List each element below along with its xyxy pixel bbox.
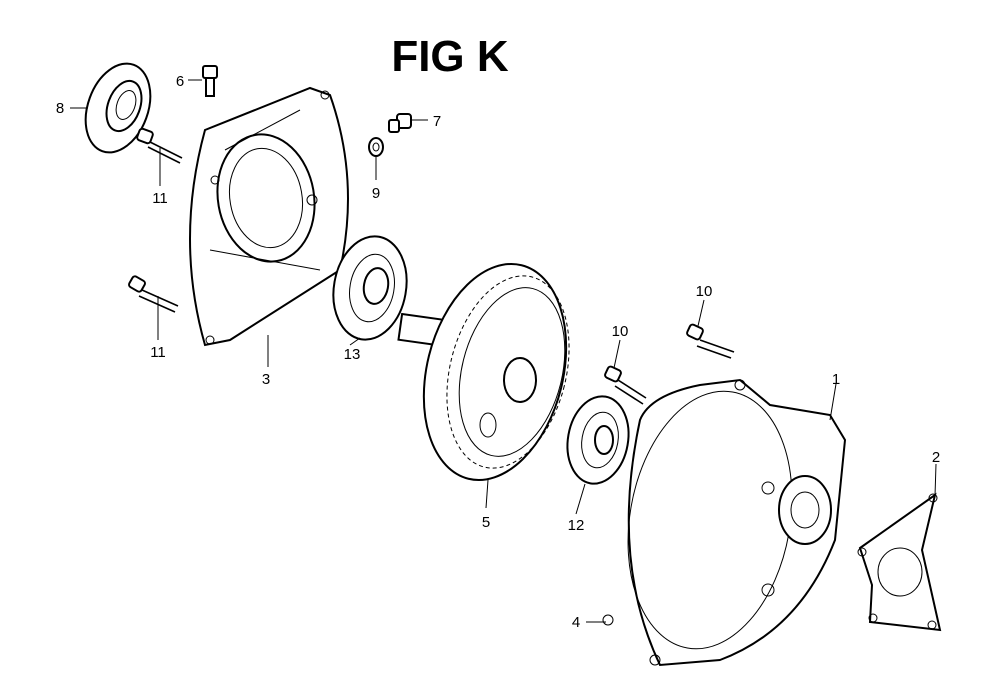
callout-13: 13 xyxy=(344,346,361,363)
bearing-part-13 xyxy=(332,235,408,341)
leader-lines xyxy=(70,79,937,623)
callout-6: 6 xyxy=(176,73,184,90)
bolt-part-11-upper xyxy=(136,127,183,164)
callout-9: 9 xyxy=(372,185,380,202)
callout-8: 8 xyxy=(56,100,64,117)
bolt-part-6 xyxy=(202,65,218,97)
callout-10-left: 10 xyxy=(612,323,629,340)
callout-10-right: 10 xyxy=(696,283,713,300)
gasket-part-2 xyxy=(857,492,942,632)
callout-4: 4 xyxy=(572,614,580,631)
washer-part-9 xyxy=(368,137,384,157)
oil-seal-part-8 xyxy=(84,62,152,154)
callout-2: 2 xyxy=(932,449,940,466)
bolt-part-10-left xyxy=(604,365,647,405)
figure-title: FIG K xyxy=(391,32,509,81)
callout-7: 7 xyxy=(433,113,441,130)
callout-12: 12 xyxy=(568,517,585,534)
bolt-part-7 xyxy=(388,113,412,133)
callout-3: 3 xyxy=(262,371,270,388)
callout-5: 5 xyxy=(482,514,490,531)
housing-cover-part-3 xyxy=(189,86,349,347)
bearing-part-12 xyxy=(566,395,630,485)
ring-gear-part-5 xyxy=(397,263,570,481)
bolt-part-11-lower xyxy=(128,275,179,313)
gear-case-part-1 xyxy=(602,378,847,667)
callout-11-upper: 11 xyxy=(152,190,168,207)
bolt-part-10-right xyxy=(686,323,735,359)
callout-1: 1 xyxy=(832,371,840,388)
callout-11-lower: 11 xyxy=(150,344,166,361)
